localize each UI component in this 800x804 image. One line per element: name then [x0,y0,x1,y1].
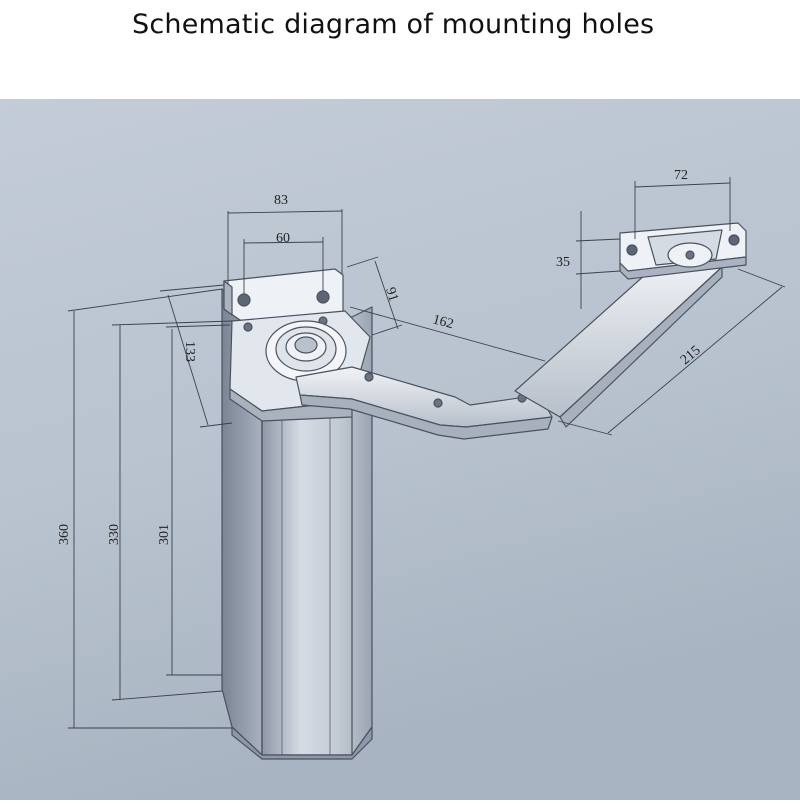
door-plate [619,222,747,280]
dim-label-330: 330 [107,524,122,545]
main-arm [295,366,553,440]
background [0,99,800,800]
page-title: Schematic diagram of mounting holes [132,9,655,40]
dim-label-91: 91 [382,286,401,304]
plate-hole-left [626,244,638,256]
diagram-stage: 83 60 91 133 360 330 301 162 215 72 35 [0,99,800,800]
dim-label-360: 360 [57,524,72,545]
bracket-hole-right [316,290,330,304]
plate-hole-right [728,234,740,246]
dim-label-301: 301 [157,524,172,545]
dimension-lines [67,177,786,729]
dim-label-83: 83 [274,193,288,208]
dim-label-133: 133 [182,341,197,362]
door-closer-schematic: 83 60 91 133 360 330 301 162 215 72 35 [0,99,800,800]
dim-label-35: 35 [556,255,570,270]
dim-label-60: 60 [276,231,290,246]
dim-label-72: 72 [674,168,688,183]
bracket-hole-left [237,293,251,307]
dim-label-162: 162 [431,312,455,332]
